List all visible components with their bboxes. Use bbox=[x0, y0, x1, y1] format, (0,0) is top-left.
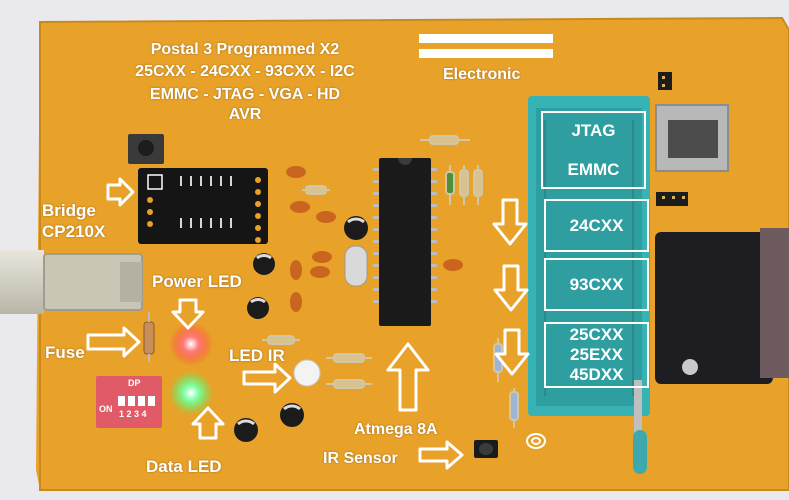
socket-24cxx-label: 24CXX bbox=[569, 216, 624, 235]
socket-section-frames bbox=[541, 111, 649, 388]
ceramic-capacitors bbox=[286, 166, 463, 312]
led-ir-label: LED IR bbox=[229, 346, 285, 365]
header-line-1: Postal 3 Programmed X2 bbox=[150, 41, 340, 58]
dip-switch-on: ON bbox=[99, 404, 113, 414]
socket-jtag-label: JTAG bbox=[571, 121, 616, 140]
socket-25cxx-label: 25CXX bbox=[569, 325, 624, 344]
data-led bbox=[169, 371, 213, 415]
socket-25exx-label: 25EXX bbox=[570, 345, 623, 364]
usb-cable bbox=[0, 250, 44, 314]
socket-93cxx-label: 93CXX bbox=[569, 275, 624, 294]
header-line-4: AVR bbox=[228, 106, 262, 123]
bridge-label: Bridge bbox=[42, 201, 96, 220]
resistors bbox=[262, 135, 519, 428]
dip-switch-numbers: 1 2 3 4 bbox=[119, 409, 147, 419]
vga-connector bbox=[655, 232, 773, 384]
silkscreen-bar bbox=[419, 49, 553, 58]
power-led bbox=[169, 322, 213, 366]
crystal bbox=[344, 245, 368, 287]
socket-emmc-label: EMMC bbox=[567, 160, 620, 179]
ir-sensor-label: IR Sensor bbox=[323, 450, 398, 467]
brand-label: Electronic bbox=[443, 66, 521, 83]
fuse-label: Fuse bbox=[45, 343, 85, 362]
zif-lever bbox=[633, 430, 647, 474]
socket-45dxx-label: 45DXX bbox=[569, 365, 624, 384]
header-line-2: 25CXX - 24CXX - 93CXX - I2C bbox=[135, 63, 355, 80]
atmega-chip bbox=[379, 158, 431, 326]
bridge-chip-label: CP210X bbox=[42, 222, 106, 241]
ir-led bbox=[293, 359, 321, 387]
cp210x-module bbox=[138, 168, 268, 244]
silkscreen-bar bbox=[419, 34, 553, 43]
pointer-arrows bbox=[86, 177, 530, 470]
fuse bbox=[143, 321, 155, 355]
data-led-label: Data LED bbox=[146, 457, 222, 476]
header-line-3: EMMC - JTAG - VGA - HD bbox=[149, 86, 341, 103]
dip-switch-header: DP bbox=[128, 378, 141, 388]
power-led-label: Power LED bbox=[152, 272, 242, 291]
atmega-label: Atmega 8A bbox=[354, 421, 438, 438]
electrolytic-capacitors bbox=[234, 216, 368, 442]
